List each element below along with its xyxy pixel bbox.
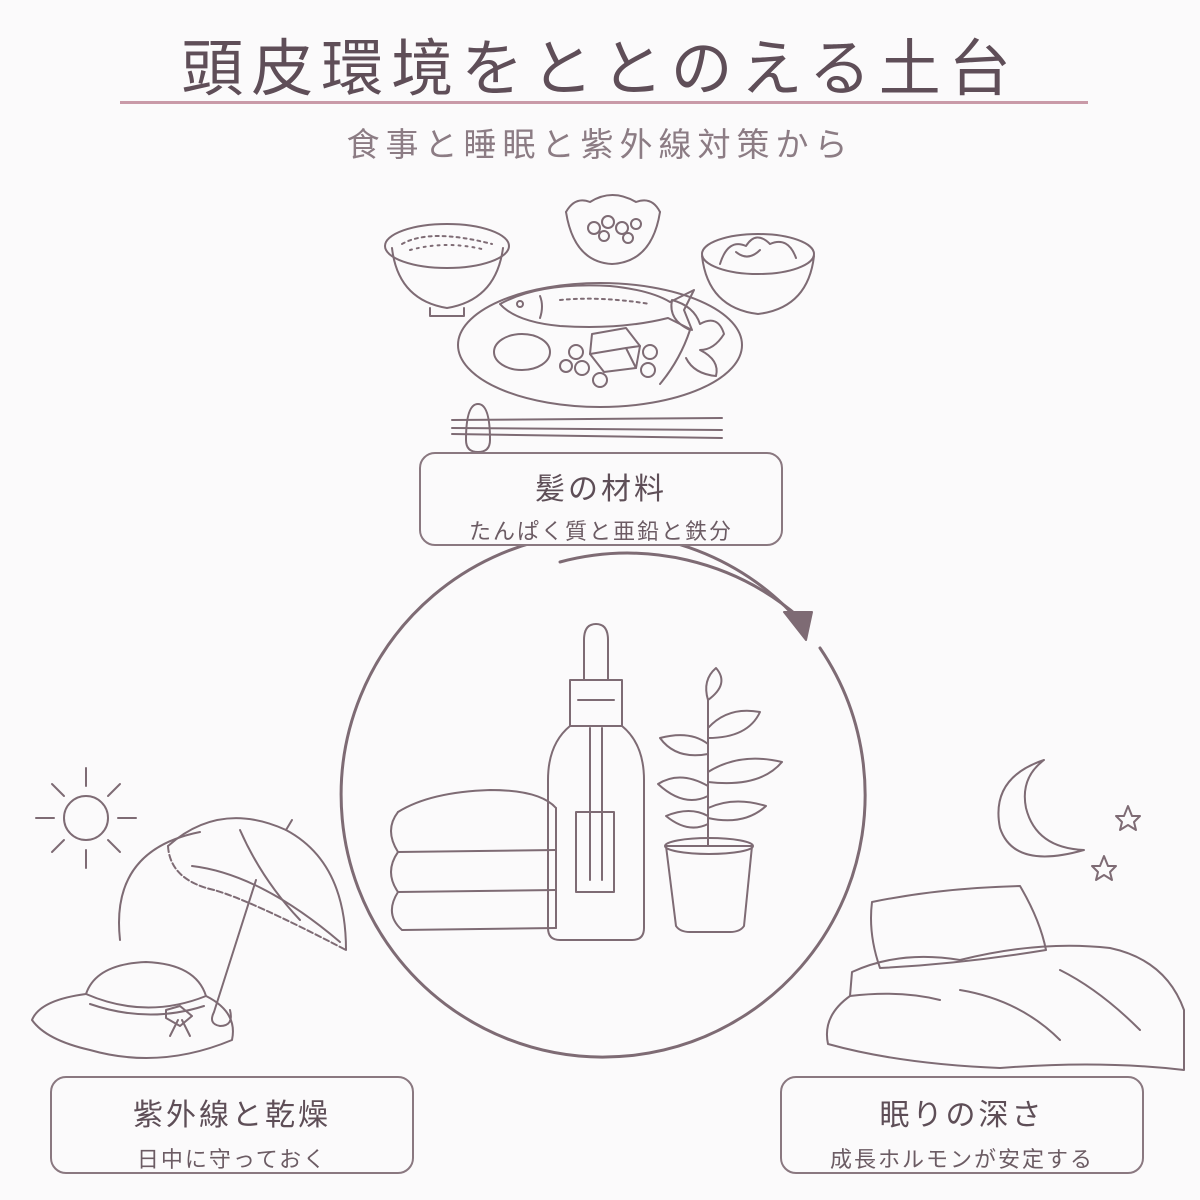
- card-uv-dryness: 紫外線と乾燥 日中に守っておく: [50, 1076, 414, 1174]
- card-subtitle: 成長ホルモンが安定する: [829, 1148, 1094, 1173]
- towel-icon: [390, 789, 557, 931]
- plant-icon: [657, 667, 783, 933]
- natto-bowl-icon: [565, 194, 661, 265]
- card-subtitle: 日中に守っておく: [136, 1148, 328, 1173]
- cycle-arrow-icon: [783, 611, 813, 641]
- card-title: 紫外線と乾燥: [133, 1098, 331, 1133]
- page-title: 頭皮環境をととのえる土台: [181, 32, 1019, 105]
- chopsticks-icon: [451, 403, 723, 453]
- hat-icon: [31, 961, 234, 1059]
- card-subtitle: たんぱく質と亜鉛と鉄分: [468, 520, 733, 545]
- page-subtitle: 食事と睡眠と紫外線対策から: [346, 125, 854, 164]
- title-divider: [120, 101, 1088, 104]
- pillow-icon: [870, 885, 1047, 969]
- card-title: 眠りの深さ: [879, 1098, 1045, 1133]
- star-icon: [1091, 855, 1117, 881]
- card-hair-materials: 髪の材料 たんぱく質と亜鉛と鉄分: [419, 452, 783, 546]
- rice-bowl-icon: [384, 223, 510, 317]
- serum-bottle-icon: [547, 623, 645, 941]
- card-sleep-depth: 眠りの深さ 成長ホルモンが安定する: [780, 1076, 1144, 1174]
- blanket-icon: [826, 944, 1185, 1071]
- card-title: 髪の材料: [535, 472, 667, 507]
- fish-plate-icon: [457, 282, 743, 408]
- side-dish-bowl-icon: [701, 233, 815, 315]
- parasol-icon: [118, 817, 347, 1027]
- moon-icon: [997, 759, 1085, 858]
- sun-icon: [35, 767, 137, 869]
- star-icon: [1115, 805, 1141, 831]
